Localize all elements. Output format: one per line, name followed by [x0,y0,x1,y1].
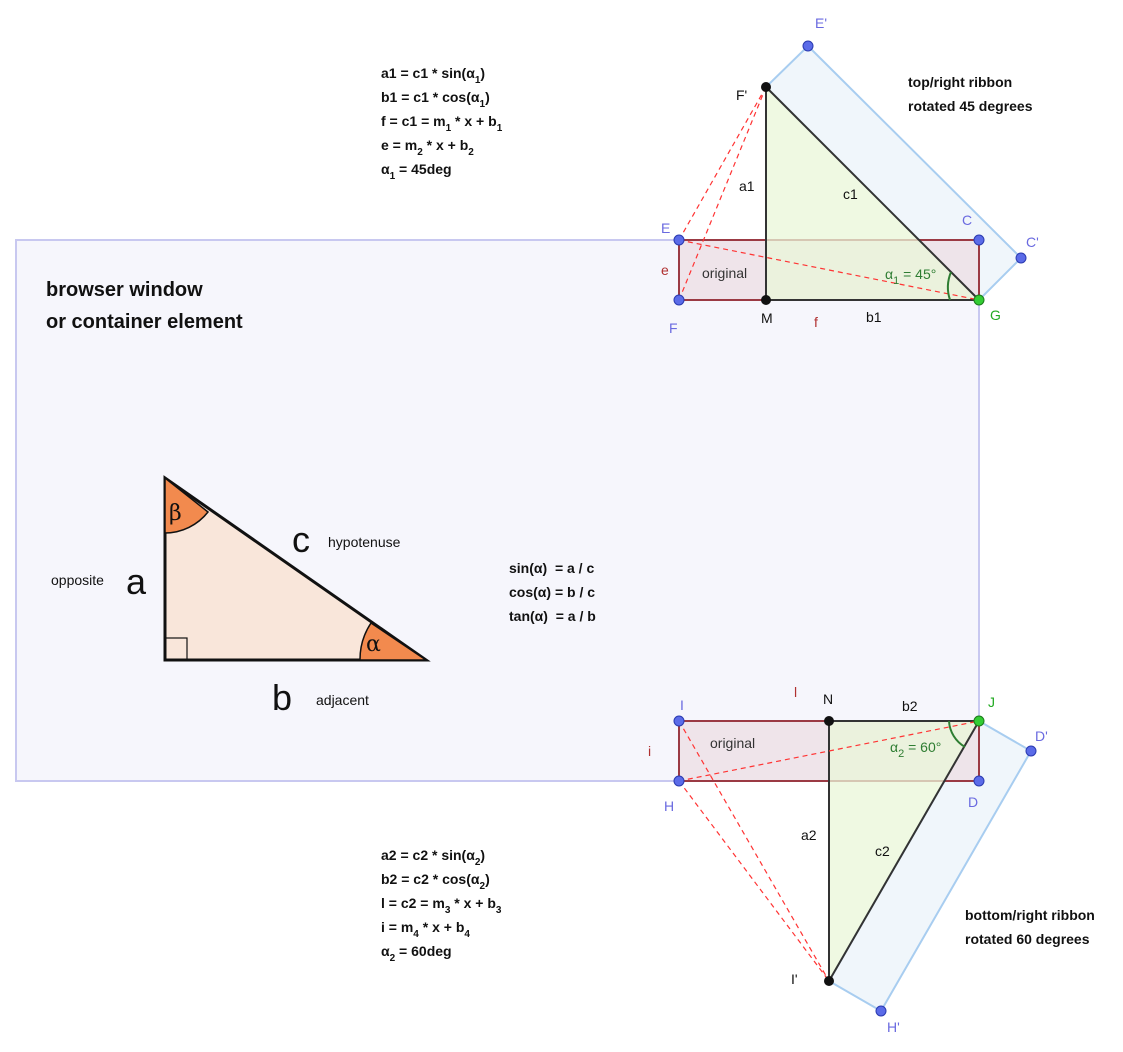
top-dash-e-fp [678,86,767,241]
seg-label-f: f [814,314,818,330]
label-g: G [990,307,1001,323]
reference-beta-wedge [164,476,210,534]
container-title-line2: or container element [46,311,243,333]
label-e-prime: E' [815,15,827,31]
reference-adjacent: adjacent [316,692,369,708]
bottom-formula-line: a2 = c2 * sin(α2) [381,847,485,868]
label-n: N [823,691,833,707]
bottom-dash-h-iprime [678,780,830,982]
top-formula-line: e = m2 * x + b2 [381,137,474,158]
bottom-point-j [973,715,985,727]
label-c-prime: C' [1026,234,1039,250]
container-title-line1: browser window [46,279,203,301]
reference-triangle [163,475,431,662]
bottom-point-i [673,715,685,727]
label-i: I [680,697,684,713]
bottom-angle-arc [948,720,966,748]
top-point-e [673,234,685,246]
reference-label-a: a [126,561,147,602]
label-f-prime: F' [736,87,747,103]
top-angle-label: α1 = 45° [885,266,936,287]
label-f: F [669,320,678,336]
seg-label-e: e [661,262,669,278]
reference-label-b: b [272,677,292,718]
bottom-dash-h-j [678,720,980,782]
top-note-line1: top/right ribbon [908,74,1012,90]
top-formulas: a1 = c1 * sin(α1) b1 = c1 * cos(α1) f = c1… [381,65,503,182]
trig-tan: tan(α) = a / b [509,608,596,624]
bottom-seg-c2 [828,720,980,982]
label-d-prime: D' [1035,728,1048,744]
top-formula-line: a1 = c1 * sin(α1) [381,65,485,86]
top-formula-line: b1 = c1 * cos(α1) [381,89,490,110]
top-point-c-prime [1015,252,1027,264]
seg-label-c2: c2 [875,843,890,859]
top-formula-line: f = c1 = m1 * x + b1 [381,113,503,134]
label-d: D [968,794,978,810]
bottom-formula-line: α2 = 60deg [381,943,452,964]
bottom-formula-line: b2 = c2 * cos(α2) [381,871,490,892]
label-i-prime: I' [791,971,798,987]
bottom-point-d-prime [1025,745,1037,757]
top-point-c [973,234,985,246]
bottom-point-n [824,716,834,726]
reference-label-c: c [292,519,310,560]
label-c: C [962,212,972,228]
label-j: J [988,694,995,710]
top-point-e-prime [802,40,814,52]
reference-beta-label: β [169,501,182,526]
trig-cos: cos(α) = b / c [509,584,595,600]
bottom-note-line2: rotated 60 degrees [965,931,1090,947]
seg-label-b1: b1 [866,309,882,325]
seg-label-a2: a2 [801,827,817,843]
top-dash-e-g [678,239,980,301]
top-note-line2: rotated 45 degrees [908,98,1033,114]
seg-label-i: i [648,743,651,759]
top-point-f-prime [761,82,771,92]
label-e: E [661,220,670,236]
label-h: H [664,798,674,814]
bottom-formula-line: i = m4 * x + b4 [381,919,470,940]
bottom-point-i-prime [824,976,834,986]
top-formula-line: α1 = 45deg [381,161,452,182]
top-point-f [673,294,685,306]
top-angle-arc [946,271,952,301]
seg-label-a1: a1 [739,178,755,194]
top-original-label: original [702,265,747,281]
trig-sin: sin(α) = a / c [509,560,594,576]
bottom-point-h [673,775,685,787]
top-seg-c1 [765,86,980,301]
reference-right-angle [164,637,188,661]
seg-label-l: l [794,684,797,700]
top-dash-f-fp [678,86,767,301]
reference-hypotenuse: hypotenuse [328,534,401,550]
bottom-point-d [973,775,985,787]
label-m: M [761,310,773,326]
seg-label-c1: c1 [843,186,858,202]
reference-alpha-wedge [359,621,429,661]
top-point-g [973,294,985,306]
bottom-angle-label: α2 = 60° [890,739,941,760]
bottom-formula-line: l = c2 = m3 * x + b3 [381,895,502,916]
seg-label-b2: b2 [902,698,918,714]
bottom-formulas: a2 = c2 * sin(α2) b2 = c2 * cos(α2) l = c2… [381,847,502,964]
label-h-prime: H' [887,1019,900,1035]
reference-alpha-label: α [366,632,381,657]
bottom-point-h-prime [875,1005,887,1017]
bottom-original-label: original [710,735,755,751]
reference-opposite: opposite [51,572,104,588]
bottom-note-line1: bottom/right ribbon [965,907,1095,923]
top-point-m [761,295,771,305]
